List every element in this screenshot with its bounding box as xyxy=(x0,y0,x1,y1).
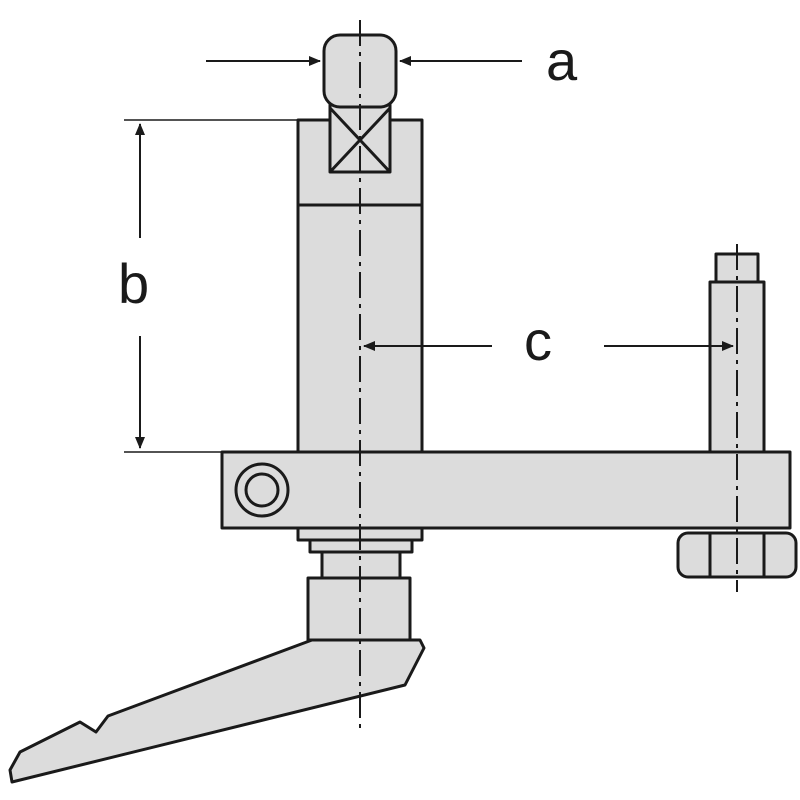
lever-handle xyxy=(8,638,426,784)
dimension-a-label: a xyxy=(546,29,578,92)
horizontal-arm xyxy=(220,450,792,530)
pivot-inner xyxy=(244,472,280,508)
dimension-c-label: c xyxy=(524,309,552,372)
dimension-b-label: b xyxy=(118,252,149,315)
